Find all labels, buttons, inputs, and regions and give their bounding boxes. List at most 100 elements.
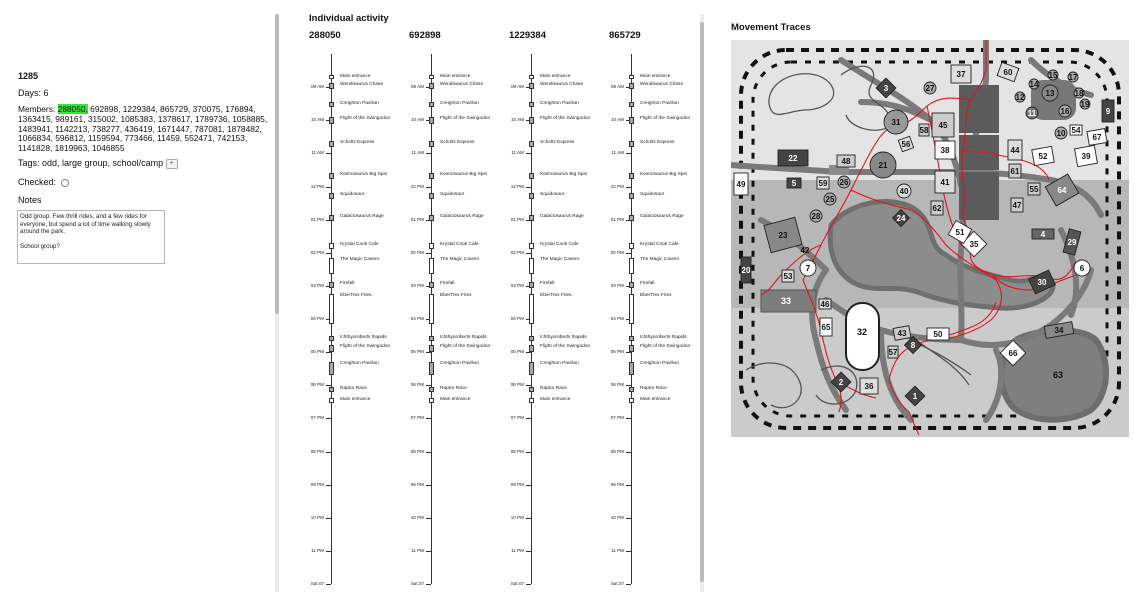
ride-marker[interactable]: 40	[896, 183, 912, 199]
activity-block[interactable]	[429, 102, 434, 107]
activity-block[interactable]	[529, 83, 534, 90]
left-scrollbar-thumb[interactable]	[275, 14, 279, 314]
activity-block[interactable]	[629, 344, 634, 353]
ride-marker[interactable]: 62	[930, 200, 944, 216]
activity-block[interactable]	[329, 173, 334, 180]
ride-marker[interactable]: 44	[1007, 139, 1023, 161]
activity-block[interactable]	[429, 140, 434, 148]
ride-marker[interactable]: 47	[1010, 197, 1024, 213]
ride-marker[interactable]: 57	[887, 345, 899, 359]
activity-block[interactable]	[529, 214, 534, 222]
ride-marker[interactable]: 56	[897, 135, 915, 153]
activity-block[interactable]	[429, 386, 434, 392]
activity-block[interactable]	[529, 335, 534, 341]
activity-block[interactable]	[529, 344, 534, 353]
activity-block[interactable]	[529, 193, 534, 200]
ride-marker[interactable]: 21	[869, 151, 897, 179]
activity-block[interactable]	[629, 83, 634, 90]
ride-marker[interactable]: 3	[875, 77, 897, 99]
ride-marker[interactable]: 27	[923, 81, 937, 95]
ride-marker[interactable]: 60	[996, 61, 1020, 83]
ride-marker[interactable]: 9	[1101, 99, 1115, 123]
activity-block[interactable]	[629, 281, 634, 288]
ride-marker[interactable]: 41	[934, 170, 956, 194]
ride-marker[interactable]: 36	[859, 377, 879, 395]
ride-marker[interactable]: 50	[926, 327, 950, 341]
ride-marker[interactable]: 20	[740, 256, 752, 284]
activity-block[interactable]	[629, 214, 634, 222]
activity-block[interactable]	[529, 242, 534, 250]
activity-block[interactable]	[629, 294, 634, 324]
ride-marker[interactable]: 1	[904, 385, 926, 407]
ride-marker[interactable]: 32	[857, 327, 867, 337]
activity-block[interactable]	[329, 102, 334, 107]
activity-block[interactable]	[529, 362, 534, 376]
activity-block[interactable]	[429, 193, 434, 200]
ride-marker[interactable]: 8	[903, 335, 923, 355]
activity-block[interactable]	[529, 257, 534, 275]
ride-marker[interactable]: 30	[1028, 269, 1056, 295]
ride-marker[interactable]: 52	[1031, 145, 1055, 167]
left-scrollbar[interactable]	[275, 14, 279, 592]
activity-block[interactable]	[329, 74, 334, 79]
activity-block[interactable]	[429, 173, 434, 180]
activity-block[interactable]	[429, 83, 434, 90]
ride-marker[interactable]: 16	[1058, 104, 1072, 118]
ride-marker[interactable]: 33	[781, 296, 791, 306]
ride-marker[interactable]: 67	[1086, 128, 1108, 146]
ride-marker[interactable]: 29	[1062, 228, 1082, 256]
ride-marker[interactable]: 38	[934, 140, 956, 160]
ride-marker[interactable]: 54	[1069, 124, 1083, 136]
activity-block[interactable]	[429, 116, 434, 124]
ride-marker[interactable]: 66	[999, 339, 1027, 367]
ride-marker[interactable]: 64	[1044, 173, 1080, 207]
ride-marker[interactable]: 12	[1014, 91, 1026, 103]
activity-scrollbar[interactable]	[700, 14, 704, 592]
activity-block[interactable]	[529, 140, 534, 148]
activity-block[interactable]	[429, 335, 434, 341]
activity-block[interactable]	[329, 242, 334, 250]
ride-marker[interactable]: 23	[763, 216, 803, 254]
ride-marker[interactable]: 61	[1008, 163, 1022, 179]
ride-marker[interactable]: 15	[1047, 69, 1059, 81]
ride-marker[interactable]: 5	[786, 177, 802, 189]
ride-marker[interactable]: 63	[1053, 370, 1063, 380]
activity-block[interactable]	[329, 344, 334, 353]
activity-block[interactable]	[429, 294, 434, 324]
activity-block[interactable]	[529, 281, 534, 288]
activity-block[interactable]	[629, 140, 634, 148]
activity-block[interactable]	[429, 397, 434, 404]
activity-block[interactable]	[329, 83, 334, 90]
ride-marker[interactable]: 31	[883, 109, 909, 135]
activity-block[interactable]	[529, 294, 534, 324]
activity-block[interactable]	[629, 173, 634, 180]
visitor-id[interactable]: 865729	[609, 30, 641, 41]
ride-marker[interactable]: 46	[818, 298, 832, 310]
activity-block[interactable]	[429, 242, 434, 250]
activity-block[interactable]	[629, 335, 634, 341]
add-tag-button[interactable]: +	[165, 158, 178, 169]
activity-block[interactable]	[629, 116, 634, 124]
visitor-id[interactable]: 288050	[309, 30, 341, 41]
visitor-id[interactable]: 1229384	[509, 30, 546, 41]
activity-block[interactable]	[329, 362, 334, 376]
ride-marker[interactable]: 26	[837, 175, 851, 189]
ride-marker[interactable]: 25	[823, 192, 837, 206]
activity-block[interactable]	[629, 257, 634, 275]
ride-marker[interactable]: 53	[781, 269, 795, 283]
activity-block[interactable]	[429, 344, 434, 353]
ride-marker[interactable]: 10	[1054, 126, 1068, 140]
ride-marker[interactable]: 28	[809, 209, 823, 223]
ride-marker[interactable]: 51	[947, 219, 973, 245]
activity-block[interactable]	[629, 386, 634, 392]
ride-marker[interactable]: 37	[950, 64, 972, 84]
activity-block[interactable]	[429, 74, 434, 79]
ride-marker[interactable]: 55	[1027, 182, 1041, 196]
activity-block[interactable]	[629, 397, 634, 404]
ride-marker[interactable]: 48	[836, 154, 856, 168]
ride-marker[interactable]: 59	[816, 176, 830, 190]
activity-block[interactable]	[329, 294, 334, 324]
members-rest[interactable]: 692898, 1229384, 865729, 370075, 176894,…	[18, 104, 268, 154]
activity-block[interactable]	[329, 281, 334, 288]
